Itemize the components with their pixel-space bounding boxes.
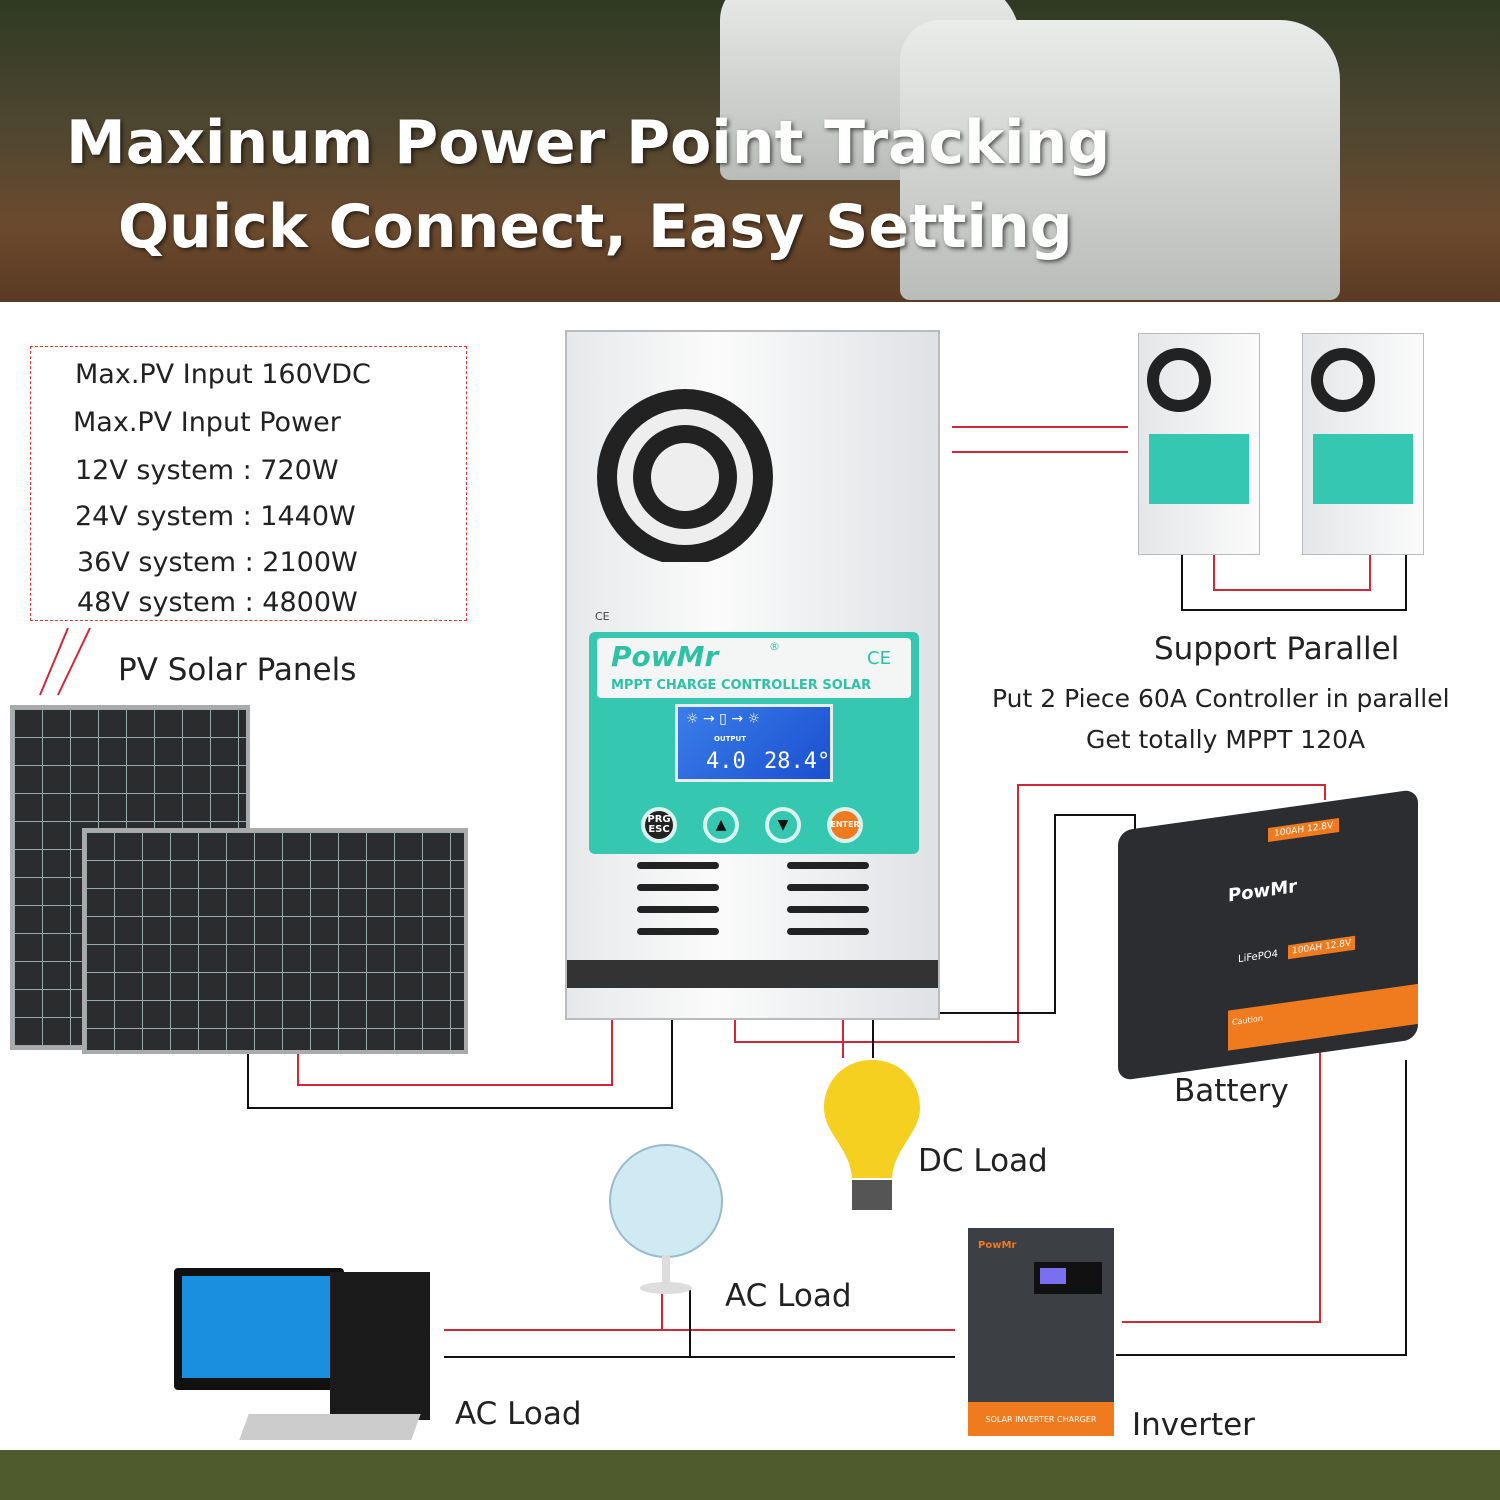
battery-brand: PowMr	[1228, 875, 1297, 907]
vent	[637, 884, 719, 891]
inverter-device: PowMr SOLAR INVERTER CHARGER	[968, 1228, 1114, 1436]
lcd-display: ☼ → ▯ → ☼ OUTPUT 4.0 28.4°	[675, 704, 833, 782]
mini-front-panel	[1313, 434, 1413, 504]
wire-black	[247, 980, 673, 1109]
wire-black	[1116, 1060, 1407, 1356]
vent	[787, 884, 869, 891]
sun-icon: ☼ → ▯ → ☼	[686, 711, 761, 727]
ac-load-pc-label: AC Load	[455, 1396, 582, 1432]
parallel-desc-line2: Get totally MPPT 120A	[1086, 725, 1366, 754]
wire-red	[39, 627, 69, 696]
inverter-label: Inverter	[1132, 1407, 1255, 1443]
vent	[637, 862, 719, 869]
battery-device: PowMr 100AH 12.8V LiFePO4 100AH 12.8V Ca…	[1118, 788, 1418, 1082]
down-button[interactable]: ▼	[765, 807, 801, 843]
vent	[637, 928, 719, 935]
spec-24v: 24V system : 1440W	[75, 501, 356, 532]
wire-red	[57, 627, 91, 696]
spec-36v: 36V system : 2100W	[77, 547, 358, 578]
monitor-screen	[182, 1276, 336, 1378]
wire-red	[297, 980, 613, 1086]
controller-header: PowMr ® CE MPPT CHARGE CONTROLLER SOLAR	[597, 638, 911, 698]
footer-bar	[0, 1450, 1500, 1500]
terminal-block	[567, 960, 938, 988]
battery-rating: 100AH 12.8V	[1288, 935, 1356, 960]
lcd-temperature: 28.4°	[764, 749, 831, 774]
dc-load-label: DC Load	[918, 1143, 1048, 1179]
hero-title-line2: Quick Connect, Easy Setting	[118, 192, 1073, 262]
parallel-controller	[1302, 333, 1424, 555]
spec-max-pv-input: Max.PV Input 160VDC	[75, 359, 371, 390]
inverter-brand: PowMr	[978, 1240, 1017, 1251]
lcd-output-label: OUTPUT	[714, 735, 746, 743]
support-parallel-label: Support Parallel	[1154, 631, 1400, 667]
spec-48v: 48V system : 4800W	[77, 587, 358, 618]
controller-subtitle: MPPT CHARGE CONTROLLER SOLAR	[611, 678, 872, 693]
ac-load-fan-label: AC Load	[725, 1278, 852, 1314]
computer-monitor	[174, 1268, 344, 1390]
battery-caution-band: Caution	[1228, 983, 1418, 1051]
registered-mark: ®	[769, 640, 780, 653]
ce-mark: CE	[867, 648, 891, 669]
inverter-display	[1034, 1262, 1102, 1294]
vent	[637, 906, 719, 913]
prg-esc-button[interactable]: PRG ESC	[641, 807, 677, 843]
controller-front-panel: PowMr ® CE MPPT CHARGE CONTROLLER SOLAR …	[589, 632, 919, 854]
light-bulb-icon	[824, 1060, 920, 1210]
up-button[interactable]: ▲	[703, 807, 739, 843]
mppt-controller: CE PowMr ® CE MPPT CHARGE CONTROLLER SOL…	[565, 330, 940, 1020]
parallel-desc-line1: Put 2 Piece 60A Controller in parallel	[992, 684, 1450, 713]
inverter-band: SOLAR INVERTER CHARGER	[968, 1402, 1114, 1436]
lcd-output-value: 4.0	[706, 749, 746, 774]
wire-black	[1181, 555, 1407, 611]
vent	[787, 928, 869, 935]
hero-title-line1: Maxinum Power Point Tracking	[66, 108, 1111, 178]
caution-label: Caution	[1232, 1013, 1263, 1028]
wire-red	[1122, 1045, 1321, 1323]
spec-box: Max.PV Input 160VDC Max.PV Input Power 1…	[30, 346, 467, 621]
electric-fan-icon	[609, 1144, 723, 1294]
spec-max-pv-power: Max.PV Input Power	[73, 407, 341, 438]
battery-label: Battery	[1174, 1073, 1289, 1109]
solar-panel	[82, 828, 468, 1054]
parallel-controller	[1138, 333, 1260, 555]
wire-red	[734, 784, 1326, 1043]
spec-12v: 12V system : 720W	[75, 455, 339, 486]
brand-logo: PowMr	[611, 640, 719, 673]
mini-front-panel	[1149, 434, 1249, 504]
wire-red	[1213, 555, 1371, 591]
pv-panels-label: PV Solar Panels	[118, 652, 357, 688]
van-image	[900, 20, 1340, 300]
fan-icon	[1311, 348, 1375, 412]
hero-banner: Maxinum Power Point Tracking Quick Conne…	[0, 0, 1500, 302]
fan-icon	[1147, 348, 1211, 412]
fan-icon	[597, 389, 773, 562]
ce-mark: CE	[595, 610, 610, 623]
battery-chemistry: LiFePO4	[1238, 948, 1278, 966]
keyboard	[239, 1414, 421, 1440]
enter-button[interactable]: ENTER	[827, 807, 863, 843]
vent	[787, 862, 869, 869]
vent	[787, 906, 869, 913]
computer-tower	[330, 1272, 430, 1420]
battery-top-label: 100AH 12.8V	[1268, 817, 1340, 842]
